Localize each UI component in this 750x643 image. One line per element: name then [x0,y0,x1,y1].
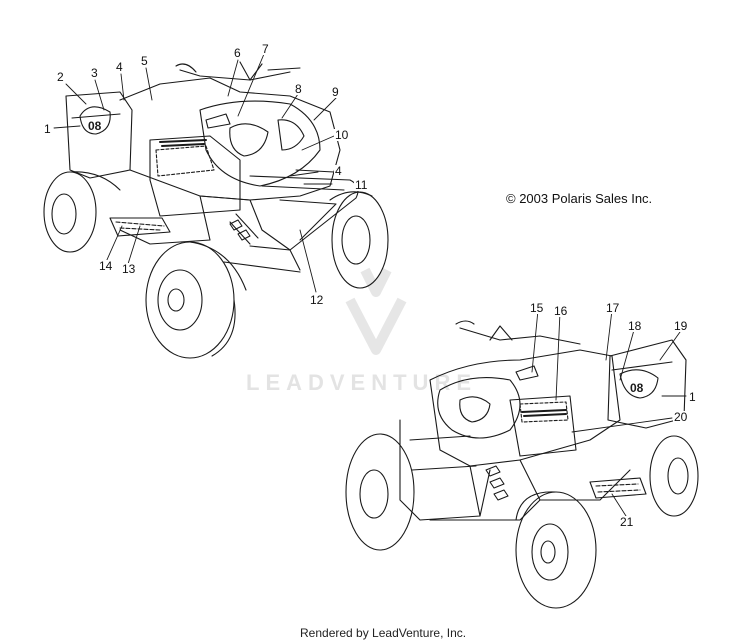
watermark-text: LEADVENTURE [246,370,478,395]
callout-label[interactable]: 7 [261,42,270,56]
callout-label[interactable]: 16 [553,304,569,318]
callout-label[interactable]: 9 [331,85,340,99]
svg-text:08: 08 [630,381,644,395]
atv-front-view: 08 [43,61,389,359]
callout-label[interactable]: 14 [98,259,114,273]
atv-rear-view: 08 [345,320,699,609]
callout-label[interactable]: 11 [354,178,369,192]
leader-lines [53,53,687,517]
callout-label[interactable]: 1 [688,390,697,404]
callout-label[interactable]: 6 [233,46,242,60]
callout-label[interactable]: 1 [43,122,52,136]
callout-label[interactable]: 13 [121,262,137,276]
callout-label[interactable]: 20 [673,410,689,424]
callout-label[interactable]: 10 [334,128,350,142]
callout-label[interactable]: 3 [90,66,99,80]
callout-label[interactable]: 4 [334,164,343,178]
callout-label[interactable]: 8 [294,82,303,96]
svg-text:08: 08 [88,119,102,133]
footer-credit: Rendered by LeadVenture, Inc. [300,626,467,640]
callout-label[interactable]: 17 [605,301,621,315]
copyright-text: © 2003 Polaris Sales Inc. [506,191,653,206]
callout-label[interactable]: 5 [140,54,149,68]
callout-label[interactable]: 2 [56,70,65,84]
callout-label[interactable]: 15 [529,301,545,315]
callout-label[interactable]: 12 [309,293,325,307]
callout-label[interactable]: 18 [627,319,643,333]
callout-label[interactable]: 4 [115,60,124,74]
callout-label[interactable]: 21 [619,515,635,529]
callout-label[interactable]: 19 [673,319,689,333]
